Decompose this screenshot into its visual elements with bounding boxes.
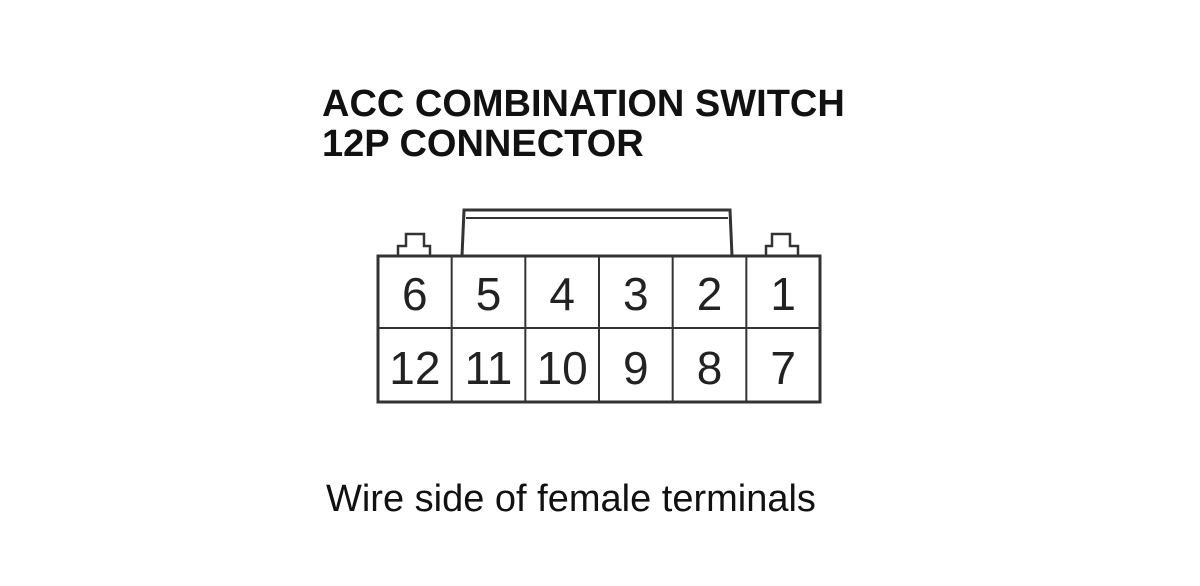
title-line-2: 12P CONNECTOR — [322, 123, 644, 165]
pin-label-top: 6 — [402, 268, 428, 320]
right-latch — [764, 232, 800, 256]
diagram-title: ACC COMBINATION SWITCH 12P CONNECTOR — [322, 84, 845, 164]
pin-label-top: 1 — [770, 268, 796, 320]
pin-label-top: 5 — [476, 268, 502, 320]
pin-label-top: 2 — [697, 268, 723, 320]
pin-label-bottom: 10 — [537, 342, 588, 394]
pin-label-bottom: 8 — [697, 342, 723, 394]
connector-outline — [376, 208, 822, 404]
locking-tab — [460, 208, 734, 257]
pin-label-top: 4 — [549, 268, 575, 320]
diagram-caption: Wire side of female terminals — [326, 478, 816, 520]
left-latch — [396, 232, 432, 256]
pin-label-bottom: 9 — [623, 342, 649, 394]
pin-label-bottom: 7 — [770, 342, 796, 394]
pin-label-bottom: 12 — [389, 342, 440, 394]
title-line-1: ACC COMBINATION SWITCH — [322, 83, 845, 125]
pin-label-bottom: 11 — [465, 342, 513, 394]
pin-label-top: 3 — [623, 268, 649, 320]
